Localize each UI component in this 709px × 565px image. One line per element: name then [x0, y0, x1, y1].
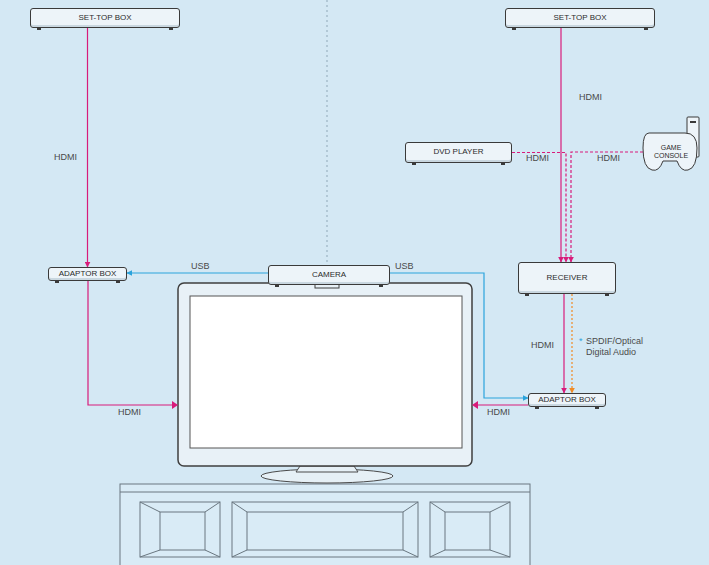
- cable-label: HDMI: [578, 92, 603, 103]
- cable-connector: [571, 152, 643, 262]
- tv-bezel: [178, 283, 472, 466]
- cable-label: HDMI: [525, 153, 550, 164]
- tv-neck: [296, 466, 358, 472]
- cable-label: USB: [190, 261, 211, 272]
- device-box: SET-TOP BOX: [30, 8, 180, 28]
- cable-connector: [87, 28, 88, 267]
- cable-label: SPDIF/Optical Digital Audio: [585, 336, 657, 358]
- device-box: SET-TOP BOX: [505, 8, 655, 28]
- device-name: ADAPTOR BOX: [59, 270, 117, 279]
- device-name: RECEIVER: [547, 274, 588, 283]
- cable-connector: [390, 273, 528, 398]
- cabinet-edge: [120, 492, 530, 493]
- tv-hdmi-wires: [88, 281, 528, 409]
- device-box: RECEIVER: [518, 262, 616, 294]
- device-box: ADAPTOR BOX: [528, 393, 606, 407]
- footnote-mark: *: [578, 336, 584, 347]
- device-name: SET-TOP BOX: [78, 14, 131, 23]
- cable-label: HDMI: [530, 340, 555, 351]
- device-box: ADAPTOR BOX: [48, 267, 127, 281]
- cable-connector: [560, 28, 561, 262]
- cable-label: HDMI: [53, 152, 78, 163]
- cable-label: HDMI: [596, 153, 621, 164]
- cable-connector: [563, 294, 564, 393]
- cable-label: USB: [394, 261, 415, 272]
- tv-cabinet: [120, 484, 530, 565]
- device-name: DVD PLAYER: [433, 148, 483, 157]
- tv-screen: [190, 296, 462, 448]
- cable-connector: [127, 272, 268, 273]
- device-name: ADAPTOR BOX: [538, 396, 596, 405]
- cable-connector: [571, 294, 572, 393]
- device-name: CAMERA: [312, 271, 346, 280]
- game-console-icon: GAME CONSOLE: [640, 115, 702, 179]
- device-box: CAMERA: [268, 265, 390, 285]
- device-box: DVD PLAYER: [405, 142, 512, 163]
- cabinet-compartments: [140, 502, 510, 557]
- device-name: GAME CONSOLE: [651, 144, 691, 159]
- cable-connector: [512, 153, 566, 263]
- cable-label: HDMI: [117, 407, 142, 418]
- cable-label: HDMI: [486, 407, 511, 418]
- device-name: SET-TOP BOX: [553, 14, 606, 23]
